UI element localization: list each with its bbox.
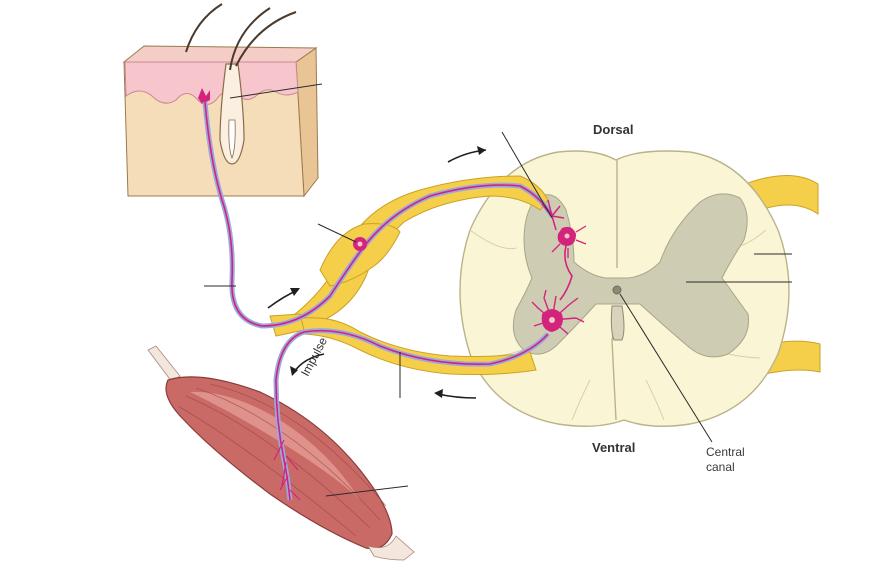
hair-strand xyxy=(229,7,271,71)
neuron-pathway xyxy=(202,101,587,501)
interneuron-nucleus xyxy=(564,233,570,239)
hair-strand xyxy=(185,3,223,53)
spinal-cord xyxy=(459,150,821,427)
hair-root xyxy=(228,119,236,160)
leader-line-skin-receptor xyxy=(229,83,323,99)
central-canal xyxy=(612,285,622,295)
sensory-axon xyxy=(204,101,553,327)
hair-strand xyxy=(235,11,297,67)
muscle-fiber xyxy=(195,387,381,521)
impulse-arrows xyxy=(267,146,487,399)
interneuron-axon xyxy=(559,245,573,301)
sensory-receptor xyxy=(198,88,210,104)
gray-matter xyxy=(512,193,750,358)
leader-line-muscle xyxy=(325,485,409,497)
muscle-belly xyxy=(165,376,393,550)
muscle-fiber xyxy=(209,383,387,507)
leader-line-central-canal xyxy=(619,293,713,443)
impulse-arrow-ventral-head xyxy=(434,389,443,398)
muscle-tendon-top xyxy=(147,345,181,383)
leader-line-interneuron xyxy=(501,131,553,219)
central-canal-label: Central canal xyxy=(706,445,745,475)
dorsal-label: Dorsal xyxy=(593,122,634,137)
ventral-root xyxy=(289,317,537,375)
motor-neuron-nucleus xyxy=(549,317,555,323)
skin-top-face xyxy=(122,45,318,63)
impulse-arrow-motor-head xyxy=(290,366,298,376)
interneuron-dendrites xyxy=(551,225,587,258)
anterior-commissure xyxy=(610,305,625,341)
ventral-label: Ventral xyxy=(592,440,636,455)
white-matter-segment xyxy=(571,379,591,421)
white-matter-segment xyxy=(645,379,665,421)
leader-lines xyxy=(204,83,792,497)
hair-follicle xyxy=(219,63,245,165)
white-matter-segment xyxy=(469,229,517,250)
motor-axon xyxy=(275,329,549,501)
skin-block xyxy=(122,3,319,198)
sensory-neuron-nucleus xyxy=(357,241,363,247)
impulse-arrow-dorsal-head xyxy=(477,146,486,155)
central-canal-label-line1: Central xyxy=(706,445,745,459)
leader-line-ganglion xyxy=(317,223,357,243)
spinal-nerve-left xyxy=(269,175,549,375)
central-canal-label-line2: canal xyxy=(706,460,735,474)
muscle xyxy=(147,345,415,561)
neuromuscular-branches xyxy=(273,439,301,501)
muscle-fiber xyxy=(185,395,371,529)
impulse-arrow-sensory-head xyxy=(290,288,300,296)
impulse-arrow-ventral xyxy=(437,393,477,399)
muscle-fiber xyxy=(177,405,357,537)
muscle-tendon-bottom xyxy=(367,535,415,561)
